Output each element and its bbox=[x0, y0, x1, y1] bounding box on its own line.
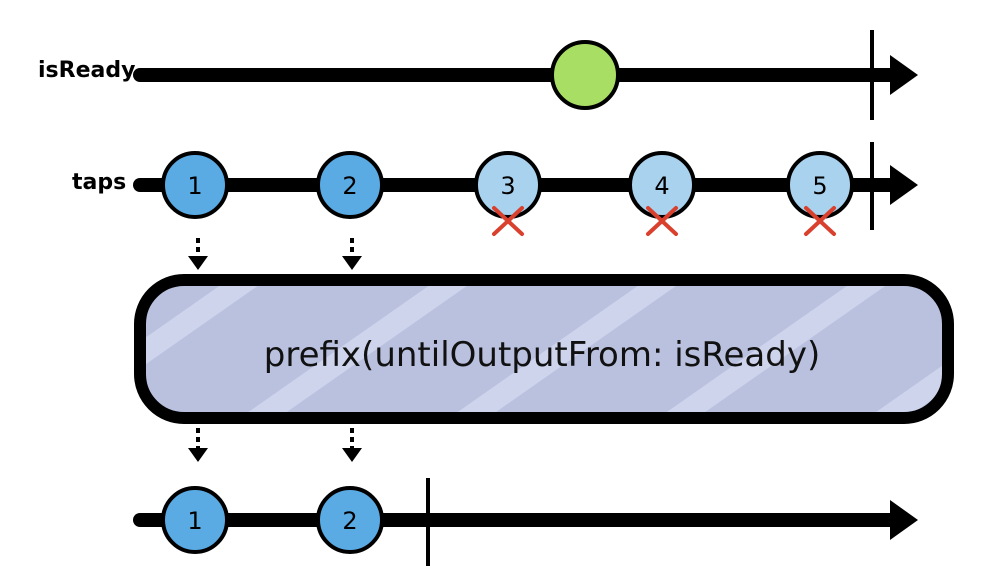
taps-marble-3: 3 bbox=[474, 151, 542, 236]
taps-timeline: 1 2 3 4 5 bbox=[133, 142, 918, 236]
marble-circle bbox=[161, 151, 229, 219]
marble-label: 1 bbox=[187, 507, 202, 535]
output-flow-arrow-2 bbox=[342, 428, 362, 462]
operator-box: prefix(untilOutputFrom: isReady) bbox=[134, 274, 954, 424]
isready-lane-label: isReady bbox=[38, 58, 136, 83]
marble-label: 1 bbox=[187, 172, 202, 200]
taps-marble-2: 2 bbox=[316, 151, 384, 219]
taps-marble-1: 1 bbox=[161, 151, 229, 219]
marble-label: 2 bbox=[342, 507, 357, 535]
output-marble-2: 2 bbox=[316, 486, 384, 554]
marble-circle bbox=[628, 151, 696, 219]
isready-signal-marble bbox=[550, 40, 620, 110]
marble-circle bbox=[786, 151, 854, 219]
marble-label: 5 bbox=[812, 172, 827, 200]
marble-circle bbox=[316, 151, 384, 219]
output-flow-arrow-1 bbox=[188, 428, 208, 462]
marble-label: 2 bbox=[342, 172, 357, 200]
taps-marble-5: 5 bbox=[786, 151, 854, 236]
dropped-cross-icon bbox=[492, 206, 524, 236]
operator-label: prefix(untilOutputFrom: isReady) bbox=[264, 335, 820, 375]
input-flow-arrow-1 bbox=[188, 238, 208, 270]
output-timeline: 1 2 bbox=[133, 478, 918, 566]
taps-marble-4: 4 bbox=[628, 151, 696, 236]
input-flow-arrow-2 bbox=[342, 238, 362, 270]
taps-lane-label: taps bbox=[72, 170, 127, 195]
taps-arrowhead bbox=[890, 165, 918, 205]
marble-circle bbox=[161, 486, 229, 554]
marble-label: 3 bbox=[500, 172, 515, 200]
dropped-cross-icon bbox=[646, 206, 678, 236]
output-arrowhead bbox=[890, 500, 918, 540]
dropped-cross-icon bbox=[804, 206, 836, 236]
marble-circle bbox=[316, 486, 384, 554]
isready-timeline bbox=[133, 30, 918, 120]
marble-circle bbox=[474, 151, 542, 219]
isready-arrowhead bbox=[890, 55, 918, 95]
output-marble-1: 1 bbox=[161, 486, 229, 554]
marble-label: 4 bbox=[654, 172, 669, 200]
